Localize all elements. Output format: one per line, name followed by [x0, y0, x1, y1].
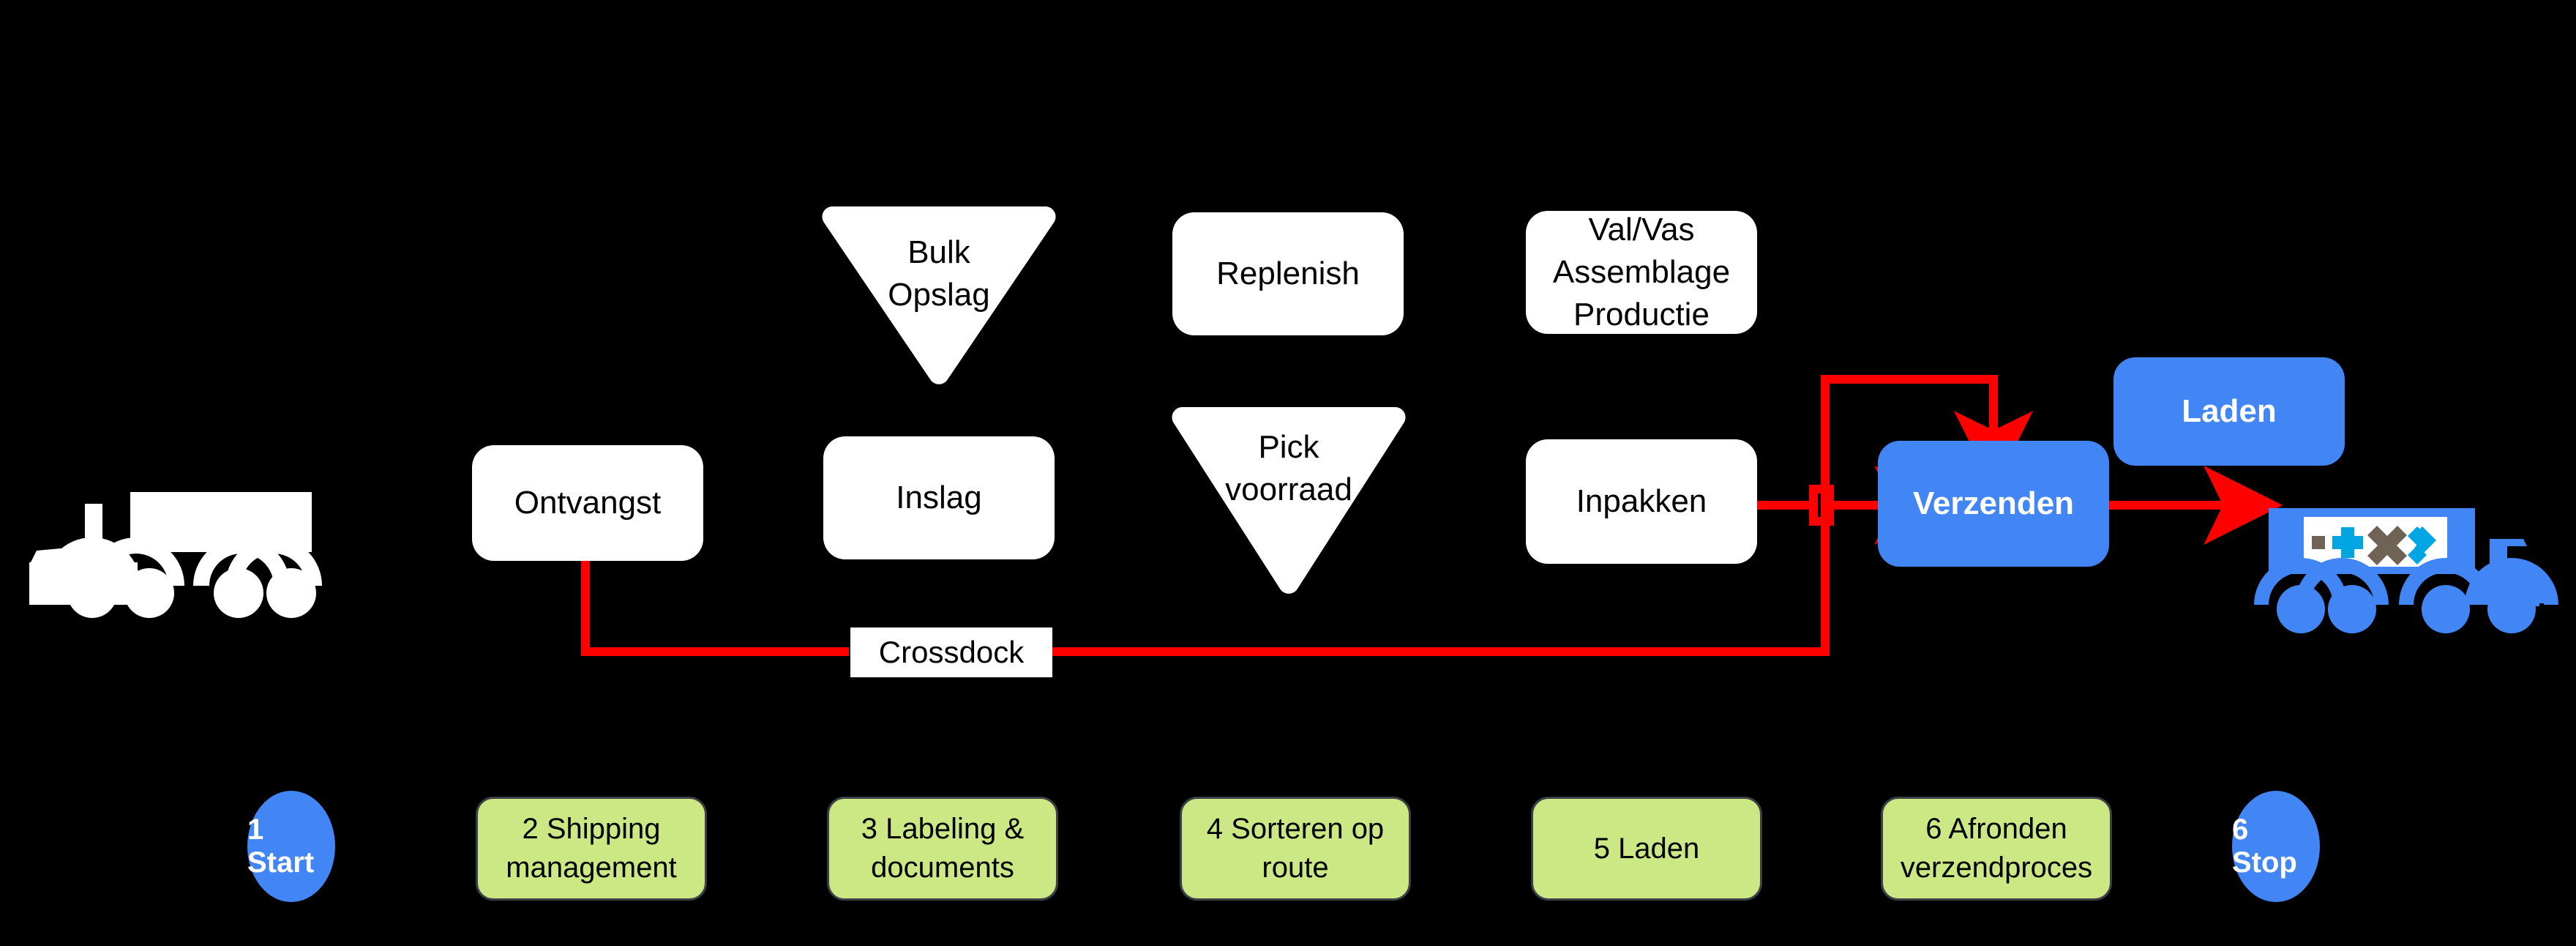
- triangle-down-shape: [1172, 406, 1406, 594]
- legend-item-step3-line-2: documents: [871, 852, 1014, 884]
- node-laden[interactable]: Laden: [2113, 357, 2345, 466]
- edge-label-crossdock-text: Crossdock: [878, 635, 1025, 669]
- node-laden-label: Laden: [2182, 392, 2277, 429]
- node-inpakken[interactable]: Inpakken: [1526, 439, 1757, 564]
- node-valvas-assemblage-productie[interactable]: Val/Vas Assemblage Productie: [1526, 211, 1757, 334]
- legend-item-step6-line-2: verzendproces: [1900, 852, 2093, 884]
- legend-item-step4-line-1: 4 Sorteren op: [1206, 813, 1385, 846]
- node-inpakken-label: Inpakken: [1576, 483, 1707, 519]
- node-valvas-line-1: Val/Vas: [1588, 211, 1695, 247]
- edge-label-crossdock: Crossdock: [850, 627, 1052, 677]
- node-valvas-line-2: Assemblage: [1552, 253, 1731, 290]
- node-ontvangst[interactable]: Ontvangst: [472, 445, 703, 561]
- node-pick-voorraad[interactable]: Pick voorraad: [1171, 404, 1407, 596]
- legend-item-step5[interactable]: 5 Laden: [1531, 797, 1762, 901]
- legend-item-step2-line-2: management: [506, 852, 677, 884]
- legend-item-stop-label: 6 Stop: [2232, 813, 2297, 879]
- legend-item-step4-line-2: route: [1262, 852, 1329, 884]
- legend-item-step6-line-1: 6 Afronden: [1925, 813, 2067, 846]
- node-inslag-label: Inslag: [896, 479, 982, 515]
- legend-item-step2[interactable]: 2 Shipping management: [476, 797, 707, 901]
- legend-item-step3[interactable]: 3 Labeling & documents: [827, 797, 1058, 901]
- legend-item-step3-line-1: 3 Labeling &: [861, 813, 1025, 846]
- legend-item-step4[interactable]: 4 Sorteren op route: [1180, 797, 1411, 901]
- node-verzenden-label: Verzenden: [1912, 485, 2075, 521]
- node-inslag[interactable]: Inslag: [823, 436, 1055, 559]
- node-bulk-opslag[interactable]: Bulk Opslag: [821, 204, 1057, 387]
- node-ontvangst-label: Ontvangst: [514, 484, 662, 521]
- node-verzenden[interactable]: Verzenden: [1878, 441, 2109, 567]
- legend-item-step6[interactable]: 6 Afronden verzendproces: [1881, 797, 2112, 901]
- node-replenish-label: Replenish: [1216, 255, 1360, 291]
- node-valvas-line-3: Productie: [1573, 297, 1710, 333]
- triangle-down-shape: [822, 206, 1056, 384]
- legend-item-start-label: 1 Start: [247, 813, 315, 879]
- legend-item-step5-label: 5 Laden: [1593, 832, 1700, 865]
- legend-item-stop[interactable]: 6 Stop: [2232, 791, 2320, 902]
- truck-right-blue-icon: [2254, 508, 2558, 633]
- legend-item-start[interactable]: 1 Start: [247, 791, 335, 902]
- legend-item-step2-line-1: 2 Shipping: [522, 813, 661, 846]
- node-replenish[interactable]: Replenish: [1172, 212, 1404, 335]
- truck-left-white-icon: [29, 492, 322, 618]
- company-logo-mark-icon: [2312, 526, 2436, 565]
